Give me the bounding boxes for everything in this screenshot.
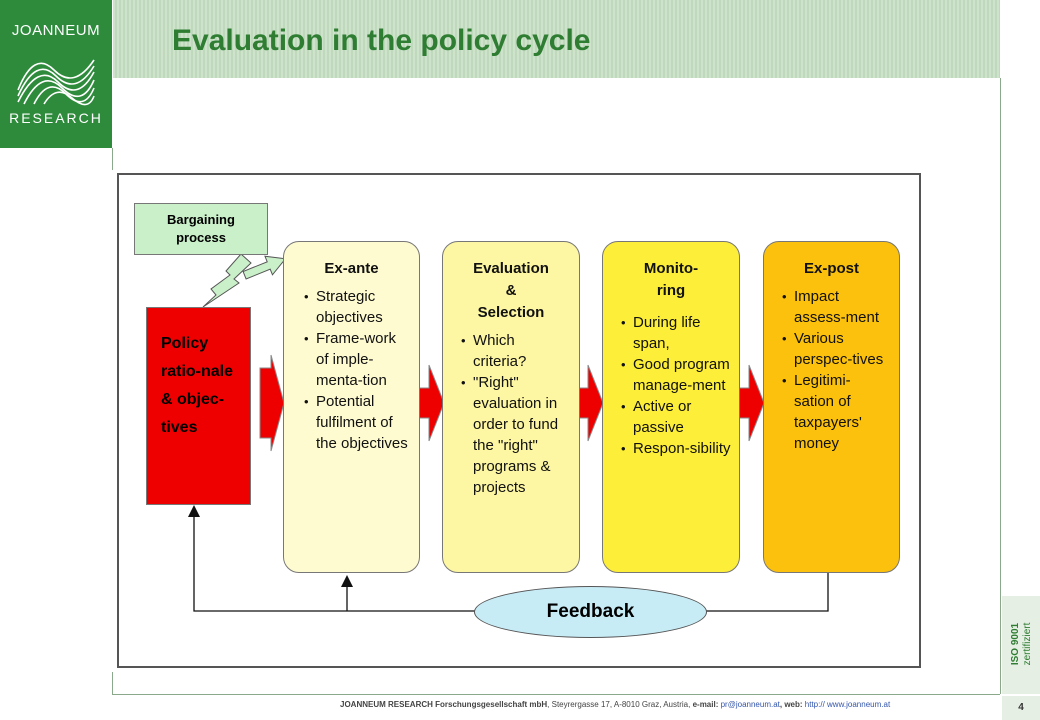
evaluation-title-3: Selection (477, 304, 545, 321)
frame-line-bottom (112, 694, 1000, 695)
feedback-ellipse: Feedback (474, 586, 707, 638)
footer-web-label: , web: (779, 700, 803, 709)
expost-box: Ex-post Impact assess-ment Various persp… (763, 241, 900, 573)
logo: JOANNEUM RESEARCH (0, 0, 112, 148)
monitoring-list: During life span, Good program manage-me… (619, 312, 733, 459)
evaluation-list: Which criteria? "Right" evaluation in or… (459, 330, 573, 498)
policy-rationale-box: Policy ratio-nale & objec-tives (146, 307, 251, 505)
arrow-monitoring-to-expost (737, 364, 765, 442)
bargaining-process-label: Bargaining process (167, 212, 235, 245)
exante-item: Frame-work of imple-menta-tion (302, 328, 412, 391)
arrow-policy-to-exante (259, 354, 285, 452)
page-number: 4 (1002, 696, 1040, 720)
monitoring-title-1: Monito- (643, 260, 699, 277)
feedback-arrowhead-exante (341, 575, 353, 587)
monitoring-item: Respon-sibility (619, 438, 733, 459)
evaluation-item: Which criteria? (459, 330, 565, 372)
logo-top-text: JOANNEUM (11, 22, 101, 39)
exante-item: Strategic objectives (302, 286, 412, 328)
bargaining-process-box: Bargaining process (134, 203, 268, 255)
exante-list: Strategic objectives Frame-work of imple… (302, 286, 413, 454)
frame-line-right (1000, 78, 1001, 694)
arrow-exante-to-evaluation (416, 364, 445, 442)
expost-list: Impact assess-ment Various perspec-tives… (780, 286, 893, 454)
footer: JOANNEUM RESEARCH Forschungsgesellschaft… (340, 700, 890, 709)
footer-address: , Steyrergasse 17, A-8010 Graz, Austria, (547, 700, 691, 709)
feedback-label: Feedback (546, 601, 635, 622)
iso-certification-badge: ISO 9001 zertifiziert (1002, 596, 1040, 694)
exante-title: Ex-ante (324, 260, 379, 277)
evaluation-title-1: Evaluation (473, 260, 549, 277)
iso-sub-label: zertifiziert (1022, 622, 1033, 666)
policy-cycle-diagram: Bargaining process Policy ratio-nale & o… (117, 173, 921, 668)
monitoring-item: Good program manage-ment (619, 354, 733, 396)
feedback-line-left (193, 513, 475, 612)
exante-box: Ex-ante Strategic objectives Frame-work … (283, 241, 420, 573)
feedback-arrowhead-policy (188, 505, 200, 517)
footer-email-label: e-mail: (692, 700, 719, 709)
logo-wave-icon (17, 59, 95, 106)
page-title: Evaluation in the policy cycle (172, 24, 591, 57)
footer-email-link[interactable]: pr@joanneum.at (720, 700, 780, 709)
monitoring-item: During life span, (619, 312, 733, 354)
monitoring-title-2: ring (656, 282, 686, 299)
frame-line-left-bottom (112, 672, 113, 694)
monitoring-box: Monito- ring During life span, Good prog… (602, 241, 740, 573)
footer-web-link[interactable]: http:// www.joanneum.at (804, 700, 891, 709)
iso-label: ISO 9001 (1010, 622, 1021, 666)
frame-line-left (112, 148, 113, 170)
monitoring-item: Active or passive (619, 396, 733, 438)
evaluation-box: Evaluation & Selection Which criteria? "… (442, 241, 580, 573)
expost-item: Various perspec-tives (780, 328, 890, 370)
title-bar (113, 0, 1000, 78)
logo-bottom-text: RESEARCH (9, 110, 103, 126)
exante-item: Potential fulfilment of the objectives (302, 391, 412, 454)
arrow-bargaining-to-policy (202, 253, 252, 308)
expost-item: Impact assess-ment (780, 286, 890, 328)
policy-rationale-label: Policy ratio-nale & objec-tives (161, 335, 234, 436)
footer-org: JOANNEUM RESEARCH Forschungsgesellschaft… (340, 700, 548, 709)
evaluation-title-2: & (505, 282, 517, 299)
evaluation-item: "Right" evaluation in order to fund the … (459, 372, 565, 498)
arrow-evaluation-to-monitoring (576, 364, 604, 442)
expost-title: Ex-post (803, 260, 859, 277)
expost-item: Legitimi-sation of taxpayers' money (780, 370, 890, 454)
